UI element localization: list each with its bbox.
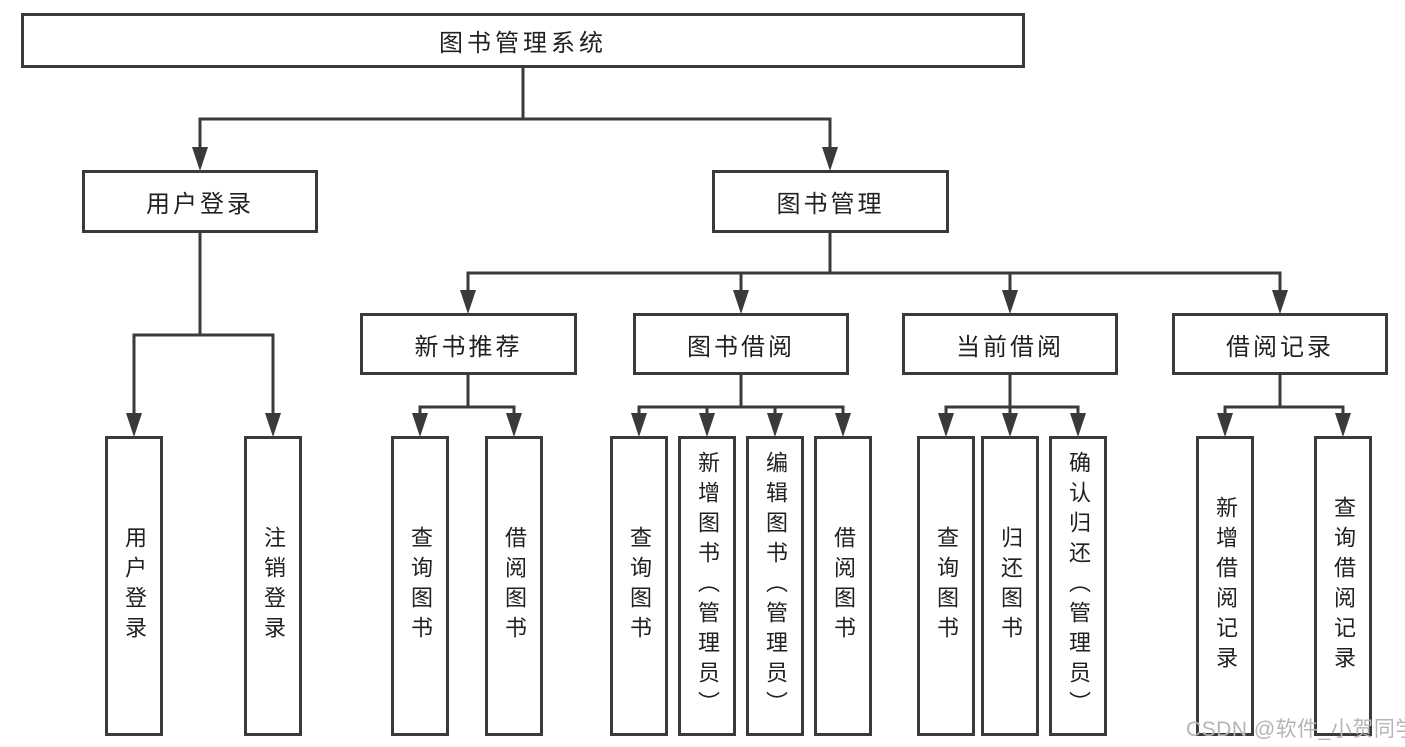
node-book-management: 图书管理	[712, 170, 949, 233]
node-library-management-system: 图书管理系统	[21, 13, 1025, 68]
node-label: 查询图书	[627, 526, 652, 646]
node-label: 用户登录	[146, 191, 254, 218]
node-label: 当前借阅	[956, 333, 1064, 361]
node-borrowing-records: 借阅记录	[1172, 313, 1388, 375]
watermark: CSDN @软件_小贺同学	[1186, 718, 1405, 741]
node-label: 注销登录	[261, 526, 286, 646]
connector-lines	[132, 68, 1345, 418]
node-label: 图书管理	[776, 191, 885, 218]
node-label: 图书借阅	[687, 333, 795, 361]
node-label: 借阅图书	[831, 526, 856, 646]
node-label: 编辑图书（管理员）	[763, 451, 788, 721]
leaf-add-borrow-record: 新增借阅记录	[1196, 436, 1254, 736]
leaf-logout: 注销登录	[244, 436, 302, 736]
node-current-borrowing: 当前借阅	[902, 313, 1118, 375]
node-label: 新增图书（管理员）	[695, 451, 720, 721]
leaf-query-books-borrowing: 查询图书	[610, 436, 668, 736]
node-book-borrowing: 图书借阅	[633, 313, 849, 375]
node-label: 查询图书	[408, 526, 433, 646]
leaf-add-books-admin: 新增图书（管理员）	[678, 436, 736, 736]
leaf-return-books: 归还图书	[981, 436, 1039, 736]
node-new-book-recommendation: 新书推荐	[360, 313, 577, 375]
node-label: 查询借阅记录	[1331, 496, 1356, 676]
node-label: 图书管理系统	[439, 30, 607, 57]
leaf-confirm-return-admin: 确认归还（管理员）	[1049, 436, 1107, 736]
node-user-login: 用户登录	[82, 170, 318, 233]
arrowheads	[126, 147, 1351, 437]
leaf-user-login: 用户登录	[105, 436, 163, 736]
leaf-query-books-recommend: 查询图书	[391, 436, 449, 736]
node-label: 确认归还（管理员）	[1066, 451, 1091, 721]
node-label: 用户登录	[122, 526, 147, 646]
node-label: 归还图书	[998, 526, 1023, 646]
leaf-borrow-books-recommend: 借阅图书	[485, 436, 543, 736]
node-label: 借阅记录	[1226, 333, 1334, 361]
leaf-borrow-books: 借阅图书	[814, 436, 872, 736]
leaf-query-borrow-record: 查询借阅记录	[1314, 436, 1372, 736]
node-label: 新书推荐	[414, 333, 523, 361]
leaf-query-books-current: 查询图书	[917, 436, 975, 736]
node-label: 借阅图书	[502, 526, 527, 646]
leaf-edit-books-admin: 编辑图书（管理员）	[746, 436, 804, 736]
node-label: 新增借阅记录	[1213, 496, 1238, 676]
node-label: 查询图书	[934, 526, 959, 646]
